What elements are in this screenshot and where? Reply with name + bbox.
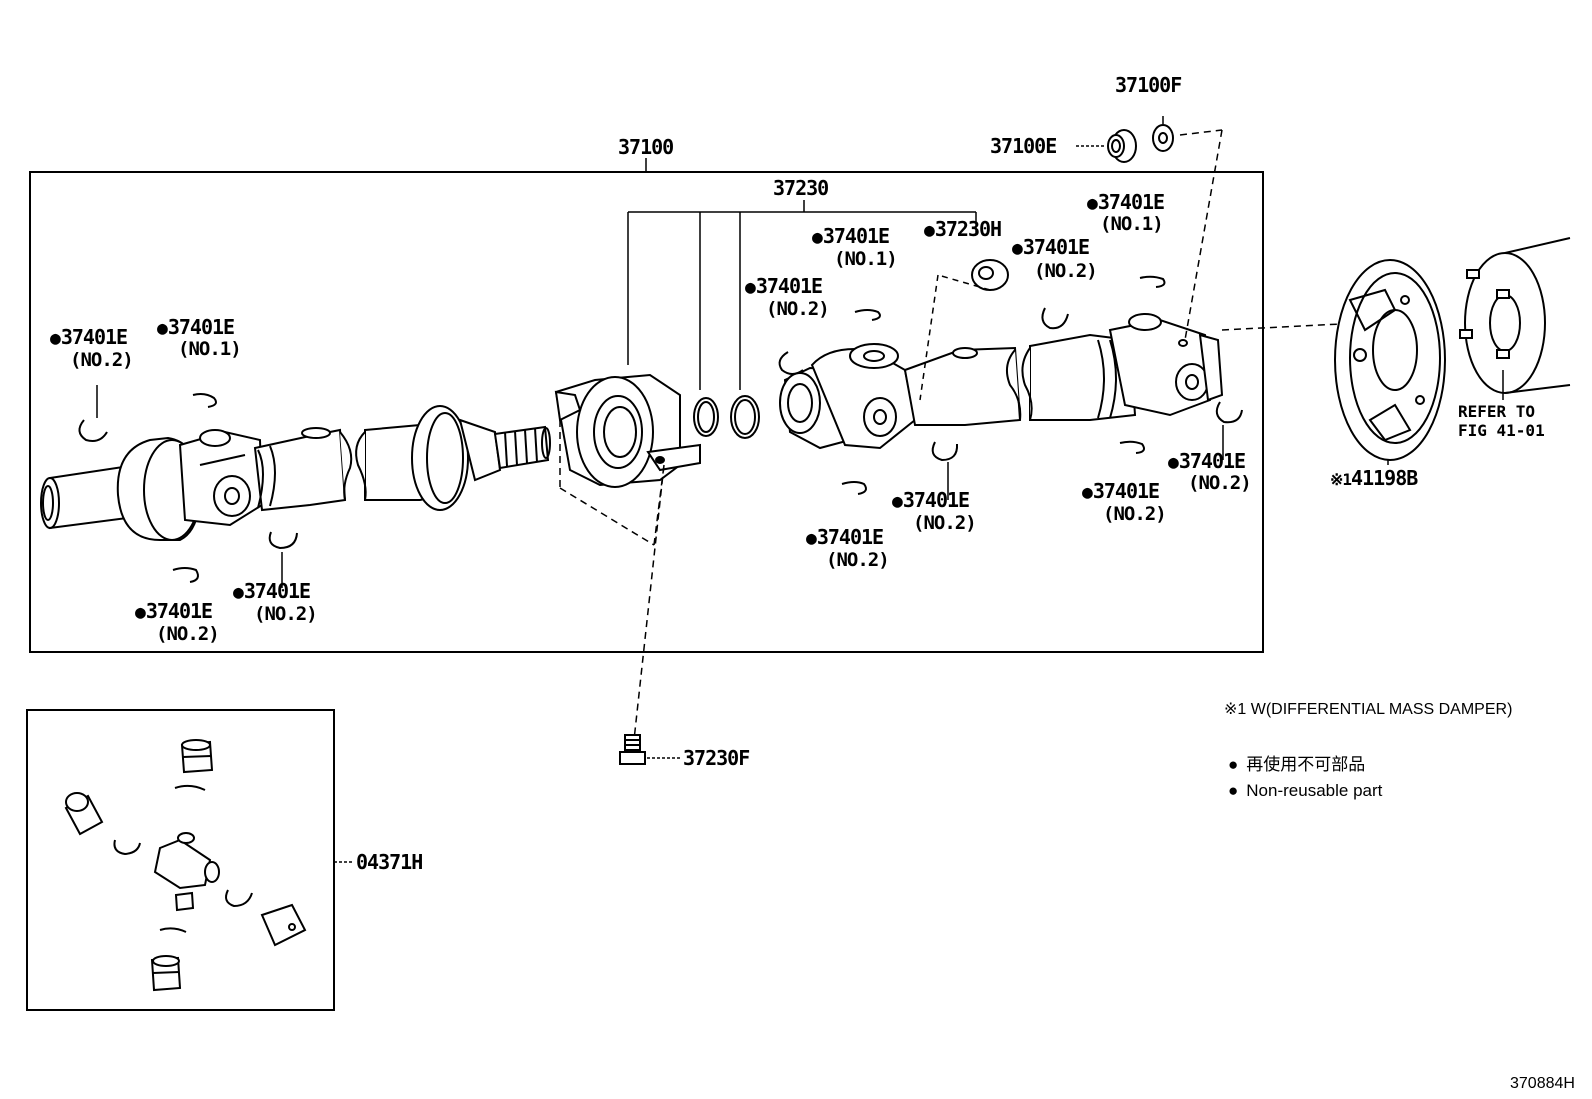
label-clip-e: ●37401E <box>50 325 128 349</box>
bracket-37230 <box>627 200 977 390</box>
part-37100E <box>1107 129 1137 163</box>
label-37230F: 37230F <box>683 746 750 770</box>
label-clip-b-no: (NO.1) <box>834 248 898 270</box>
label-37230: 37230 <box>773 176 829 200</box>
front-shaft-tube <box>253 427 353 512</box>
rear-universal-joint <box>1108 313 1224 417</box>
rear-flange-yoke <box>779 343 917 450</box>
label-37100: 37100 <box>618 135 674 159</box>
label-clip-g: ●37401E <box>1168 449 1246 473</box>
label-clip-c-no: (NO.2) <box>1034 260 1098 282</box>
differential-flange <box>1459 237 1571 394</box>
label-clip-l-no: (NO.2) <box>156 623 220 645</box>
intermediate-shaft <box>355 405 551 511</box>
label-clip-f-no: (NO.1) <box>178 338 242 360</box>
label-41198B: ※141198B <box>1330 466 1418 490</box>
rear-shaft-tube <box>903 333 1137 426</box>
front-universal-joint <box>178 429 264 527</box>
label-clip-j: ●37401E <box>806 525 884 549</box>
label-clip-i: ●37401E <box>892 488 970 512</box>
legend-mark-note: ※1 W(DIFFERENTIAL MASS DAMPER) <box>1224 701 1513 718</box>
label-clip-h: ●37401E <box>1082 479 1160 503</box>
part-37230H <box>971 259 1009 291</box>
bearing-dashes <box>559 420 665 741</box>
label-clip-h-no: (NO.2) <box>1103 503 1167 525</box>
label-clip-c: ●37401E <box>1012 235 1090 259</box>
part-37100F <box>1152 124 1174 152</box>
label-clip-e-no: (NO.2) <box>70 349 134 371</box>
front-slip-yoke <box>40 436 202 541</box>
non-reusable-dot: ● <box>924 220 935 241</box>
center-support-bearing <box>554 373 760 488</box>
label-clip-g-no: (NO.2) <box>1188 472 1252 494</box>
label-clip-k: ●37401E <box>233 579 311 603</box>
label-clip-j-no: (NO.2) <box>826 549 890 571</box>
label-clip-a: ●37401E <box>1087 190 1165 214</box>
spider-kit-parts <box>64 739 307 992</box>
label-clip-d-no: (NO.2) <box>766 298 830 320</box>
label-clip-k-no: (NO.2) <box>254 603 318 625</box>
bolt-37230F <box>619 734 680 765</box>
spider-kit-frame <box>26 709 335 1011</box>
label-clip-i-no: (NO.2) <box>913 512 977 534</box>
differential-mass-damper <box>1334 259 1446 461</box>
legend-en: ●Non-reusable part <box>1228 781 1383 800</box>
label-clip-l: ●37401E <box>135 599 213 623</box>
leader-37230H <box>937 274 991 291</box>
figure-code: 370884H <box>1510 1075 1575 1092</box>
snap-rings <box>78 275 1243 583</box>
label-37100F: 37100F <box>1115 73 1182 97</box>
label-clip-b: ●37401E <box>812 224 890 248</box>
label-37230H: ●37230H <box>924 217 1002 241</box>
legend-jp: ●再使用不可部品 <box>1228 755 1366 774</box>
label-clip-a-no: (NO.1) <box>1100 213 1164 235</box>
label-clip-d: ●37401E <box>745 274 823 298</box>
label-clip-f: ●37401E <box>157 315 235 339</box>
label-37100E: 37100E <box>990 134 1057 158</box>
label-04371H: 04371H <box>356 850 423 874</box>
